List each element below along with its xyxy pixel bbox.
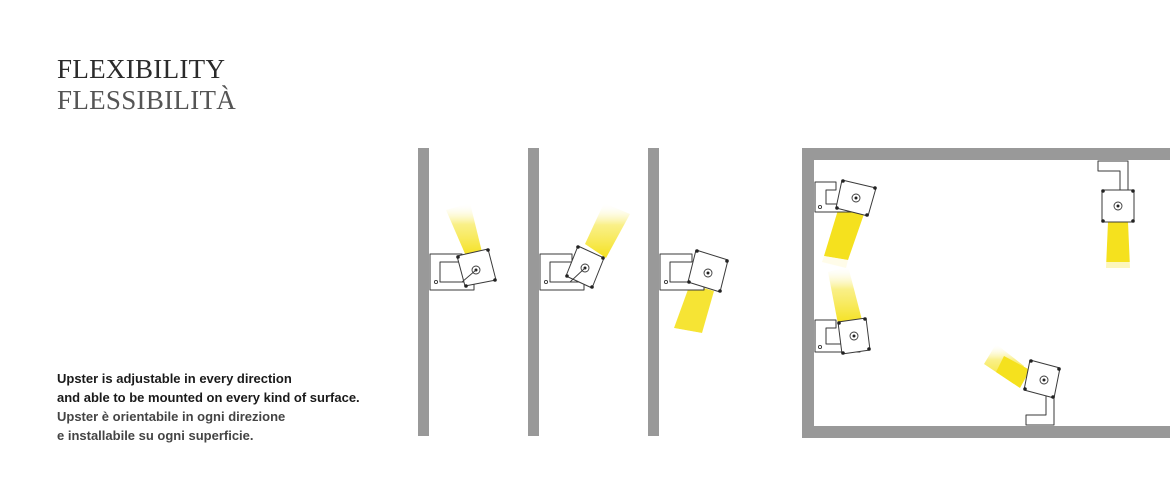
- light-beam-5: [828, 266, 862, 324]
- light-beam-6: [1106, 222, 1130, 268]
- light-beam-4: [824, 210, 864, 260]
- description-english-line1: Upster is adjustable in every direction: [57, 371, 292, 386]
- fixture-7: [1023, 359, 1061, 426]
- fixture-3: [659, 249, 729, 293]
- fixture-6: [1097, 160, 1135, 223]
- title-italian: FLESSIBILITÀ: [57, 85, 237, 115]
- wall-mount-1: [418, 148, 497, 436]
- fixture-4: [814, 179, 877, 217]
- page-title: FLEXIBILITY FLESSIBILITÀ: [57, 54, 236, 116]
- light-beam-2: [585, 203, 630, 258]
- light-beam-1: [446, 203, 482, 256]
- fixture-1: [429, 248, 497, 291]
- wall-mount-3: [648, 148, 729, 436]
- description-italian-line2: e installabile su ogni superficie.: [57, 428, 254, 443]
- description: Upster is adjustable in every direction …: [57, 369, 360, 445]
- wall-3: [648, 148, 659, 436]
- room-floor: [802, 426, 1170, 438]
- wall-2: [528, 148, 539, 436]
- title-english: FLEXIBILITY: [57, 54, 226, 84]
- room-ceiling: [802, 148, 1170, 160]
- room-mounts: [802, 148, 1170, 438]
- wall-mount-2: [528, 148, 630, 436]
- wall-1: [418, 148, 429, 436]
- description-italian-line1: Upster è orientabile in ogni direzione: [57, 409, 286, 424]
- room-left-wall: [802, 148, 814, 438]
- fixture-2: [539, 245, 605, 291]
- light-beam-3: [674, 284, 714, 333]
- fixture-5: [814, 317, 871, 355]
- description-english-line2: and able to be mounted on every kind of …: [57, 390, 360, 405]
